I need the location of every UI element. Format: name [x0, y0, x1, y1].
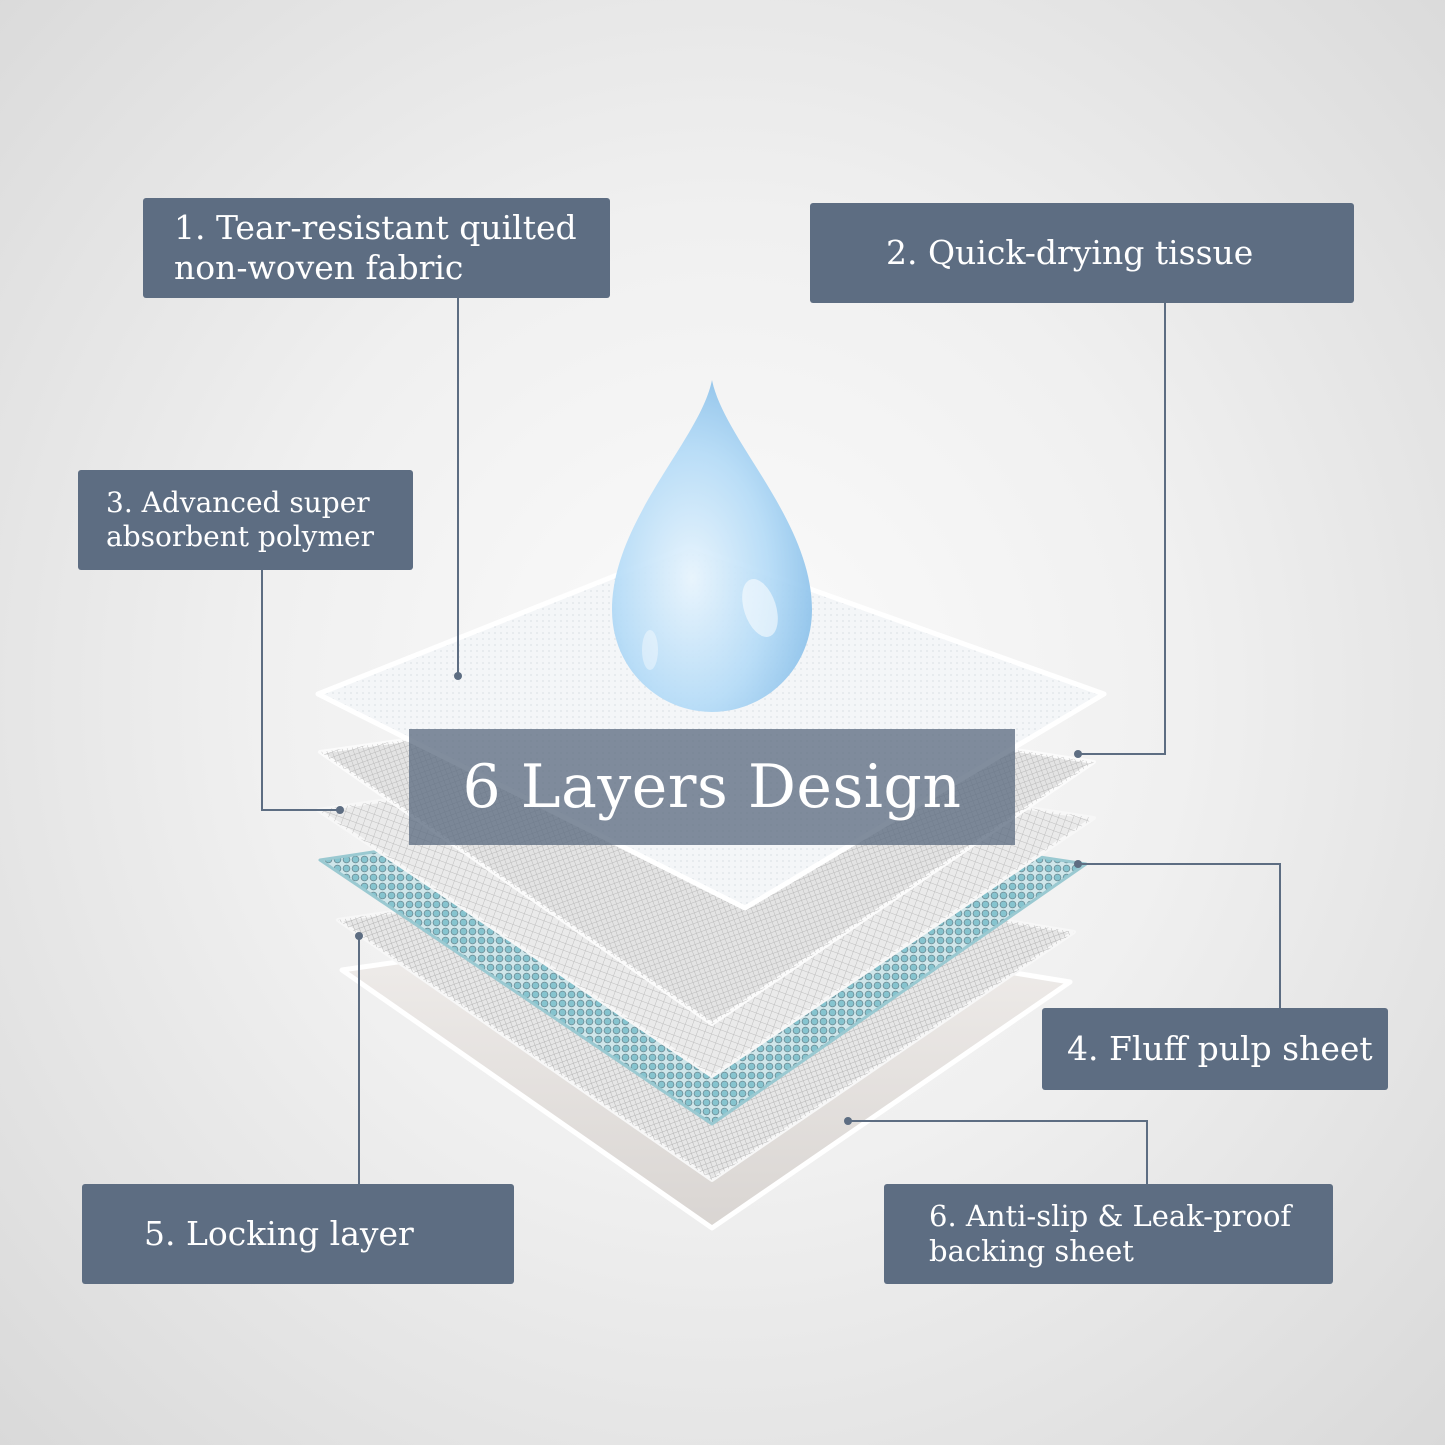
leader-line-4 — [1080, 864, 1280, 1008]
diagram-title: 6 Layers Design — [463, 752, 962, 822]
label-5-locking-layer: 5. Locking layer — [82, 1184, 514, 1284]
label-6-backing-sheet: 6. Anti-slip & Leak-proof backing sheet — [884, 1184, 1333, 1284]
label-3-text: 3. Advanced super absorbent polymer — [106, 486, 374, 553]
label-2-text: 2. Quick-drying tissue — [886, 233, 1253, 273]
label-6-text: 6. Anti-slip & Leak-proof backing sheet — [929, 1199, 1291, 1269]
label-3-super-absorbent-polymer: 3. Advanced super absorbent polymer — [78, 470, 413, 570]
title-band: 6 Layers Design — [409, 729, 1015, 845]
label-1-text: 1. Tear-resistant quilted non-woven fabr… — [174, 208, 577, 287]
label-4-text: 4. Fluff pulp sheet — [1067, 1029, 1373, 1069]
water-drop-icon — [612, 380, 812, 712]
label-5-text: 5. Locking layer — [144, 1214, 414, 1254]
leader-line-2 — [1080, 303, 1165, 754]
label-1-tear-resistant-fabric: 1. Tear-resistant quilted non-woven fabr… — [143, 198, 610, 298]
label-4-fluff-pulp-sheet: 4. Fluff pulp sheet — [1042, 1008, 1388, 1090]
label-2-quick-drying-tissue: 2. Quick-drying tissue — [810, 203, 1354, 303]
leader-line-6 — [848, 1121, 1147, 1184]
